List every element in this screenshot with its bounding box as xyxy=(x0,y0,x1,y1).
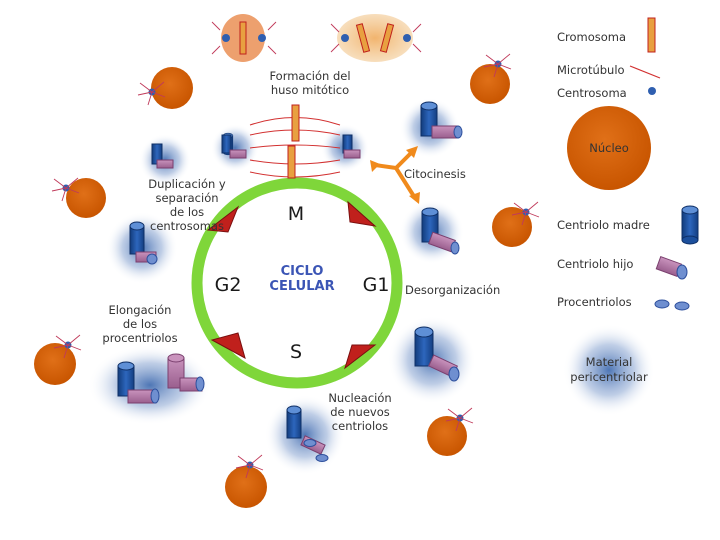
cell-cycle-ring xyxy=(191,177,403,389)
cycle-arrow-g1-s xyxy=(344,344,377,370)
legend-microtubulo-label: Microtúbulo xyxy=(557,63,625,77)
cycle-title-line2: CELULAR xyxy=(269,279,334,294)
mitotic-cell-left xyxy=(211,14,277,62)
legend: Cromosoma Microtúbulo Centrosoma Núcleo … xyxy=(557,17,699,416)
mitotic-cell-right xyxy=(330,14,422,62)
legend-nucleo-label: Núcleo xyxy=(589,141,629,155)
legend-centriolo-madre-label: Centriolo madre xyxy=(557,218,650,232)
legend-material-line2: pericentriolar xyxy=(570,370,648,384)
pericentriolar-material-icon xyxy=(563,324,655,416)
legend-cromosoma-label: Cromosoma xyxy=(557,30,626,44)
phase-label-m: M xyxy=(288,203,304,225)
nucleacion-cell xyxy=(265,395,345,475)
legend-centriolo-hijo-label: Centriolo hijo xyxy=(557,257,633,271)
elongacion-cell xyxy=(88,345,212,425)
mother-centriole-icon xyxy=(681,205,699,245)
spindle-formation-cell xyxy=(211,104,369,179)
stage-label-duplicacion-line1: Duplicación y xyxy=(148,177,226,191)
microtubule-icon xyxy=(629,65,661,79)
cycle-arrow-s-g2 xyxy=(210,332,246,360)
legend-procentriolos-label: Procentriolos xyxy=(557,295,632,309)
procentriole-icon xyxy=(654,299,690,311)
citocinesis-cell xyxy=(400,98,463,158)
phase-label-s: S xyxy=(290,341,302,363)
desorganizacion-cell xyxy=(400,200,464,264)
stage-label-nucleacion-line2: de nuevos xyxy=(330,405,390,419)
stage-label-nucleacion-line1: Nucleación xyxy=(328,391,391,405)
nucleus-cells xyxy=(34,53,540,508)
g1-cell xyxy=(388,316,476,404)
cycle-arrow-g2-m xyxy=(206,205,240,233)
chromosome-icon xyxy=(647,17,656,53)
stage-label-huso-line1: Formación del xyxy=(269,69,350,83)
stage-label-elongacion-line3: procentriolos xyxy=(102,331,177,345)
stage-label-duplicacion-line4: centrosomas xyxy=(150,219,224,233)
stage-label-duplicacion-line3: de los xyxy=(170,205,204,219)
citocinesis-arrows xyxy=(374,150,417,200)
nucleus-icon xyxy=(567,106,651,190)
duplicacion-cell xyxy=(139,134,191,186)
stage-label-nucleacion-line3: centriolos xyxy=(332,419,388,433)
stage-label-desorganizacion: Desorganización xyxy=(405,283,500,297)
daughter-centriole-icon xyxy=(655,255,688,280)
stage-label-elongacion-line1: Elongación xyxy=(109,303,172,317)
stage-label-citocinesis: Citocinesis xyxy=(404,167,466,181)
cycle-arrow-m-g1 xyxy=(347,200,377,227)
legend-material-line1: Material xyxy=(586,355,633,369)
stage-label-elongacion-line2: de los xyxy=(123,317,157,331)
phase-label-g2: G2 xyxy=(215,274,242,296)
g2-cell xyxy=(106,212,178,284)
stage-label-huso-line2: huso mitótico xyxy=(271,83,349,97)
stage-label-duplicacion-line2: separación xyxy=(155,191,218,205)
cycle-title-line1: CICLO xyxy=(281,264,324,279)
centrosome-icon xyxy=(648,87,656,95)
legend-centrosoma-label: Centrosoma xyxy=(557,86,627,100)
phase-label-g1: G1 xyxy=(363,274,390,296)
